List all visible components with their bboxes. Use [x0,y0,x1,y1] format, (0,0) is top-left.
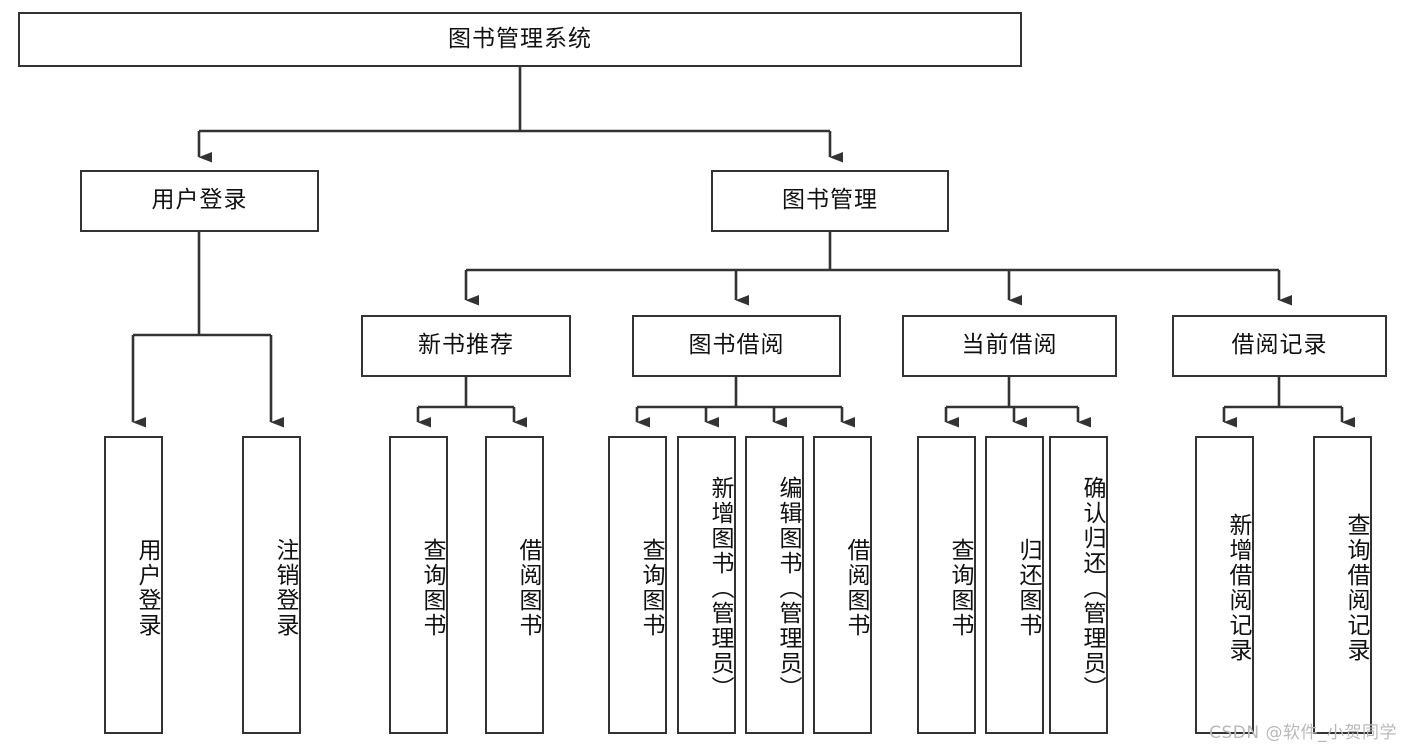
leaf-logout-login[interactable]: 注销登录 [242,436,301,734]
leaf-borrow-book-1[interactable]: 借阅图书 [485,436,544,734]
leaf-query-book-2[interactable]: 查询图书 [608,436,667,734]
leaf-borrow-book-2-label: 借阅图书 [843,538,869,638]
node-root-label: 图书管理系统 [448,25,592,52]
leaf-user-login-label: 用户登录 [134,538,160,638]
leaf-query-borrow-record-label: 查询借阅记录 [1343,513,1369,663]
node-current-borrow[interactable]: 当前借阅 [902,315,1117,377]
leaf-return-book-label: 归还图书 [1015,538,1041,638]
node-root[interactable]: 图书管理系统 [18,12,1022,67]
node-book-management-label: 图书管理 [782,187,878,214]
leaf-return-book[interactable]: 归还图书 [985,436,1044,734]
node-user-login-label: 用户登录 [151,187,248,214]
node-current-borrow-label: 当前借阅 [961,332,1058,359]
leaf-query-book-1[interactable]: 查询图书 [389,436,448,734]
leaf-add-borrow-record[interactable]: 新增借阅记录 [1195,436,1254,734]
leaf-add-borrow-record-label: 新增借阅记录 [1225,513,1251,663]
leaf-query-book-3-label: 查询图书 [947,538,973,638]
leaf-query-borrow-record[interactable]: 查询借阅记录 [1313,436,1372,734]
node-new-book-recommend-label: 新书推荐 [418,332,514,359]
node-book-borrow-label: 图书借阅 [688,332,785,359]
leaf-borrow-book-2[interactable]: 借阅图书 [813,436,872,734]
leaf-query-book-3[interactable]: 查询图书 [917,436,976,734]
leaf-add-book[interactable]: 新增图书（管理员） [677,436,736,734]
leaf-edit-book-label: 编辑图书（管理员） [775,475,801,701]
node-book-borrow[interactable]: 图书借阅 [632,315,841,377]
node-borrow-record[interactable]: 借阅记录 [1172,315,1387,377]
leaf-confirm-return[interactable]: 确认归还（管理员） [1049,436,1108,734]
leaf-add-book-label: 新增图书（管理员） [707,475,733,701]
leaf-edit-book[interactable]: 编辑图书（管理员） [745,436,804,734]
leaf-logout-login-label: 注销登录 [272,538,298,638]
leaf-borrow-book-1-label: 借阅图书 [515,538,541,638]
node-book-management[interactable]: 图书管理 [711,170,949,232]
node-new-book-recommend[interactable]: 新书推荐 [361,315,571,377]
leaf-query-book-2-label: 查询图书 [638,538,664,638]
node-user-login[interactable]: 用户登录 [80,170,319,232]
leaf-query-book-1-label: 查询图书 [419,538,445,638]
leaf-user-login[interactable]: 用户登录 [104,436,163,734]
node-borrow-record-label: 借阅记录 [1231,332,1328,359]
leaf-confirm-return-label: 确认归还（管理员） [1079,475,1105,701]
watermark: CSDN @软件_小贺同学 [1209,723,1397,743]
